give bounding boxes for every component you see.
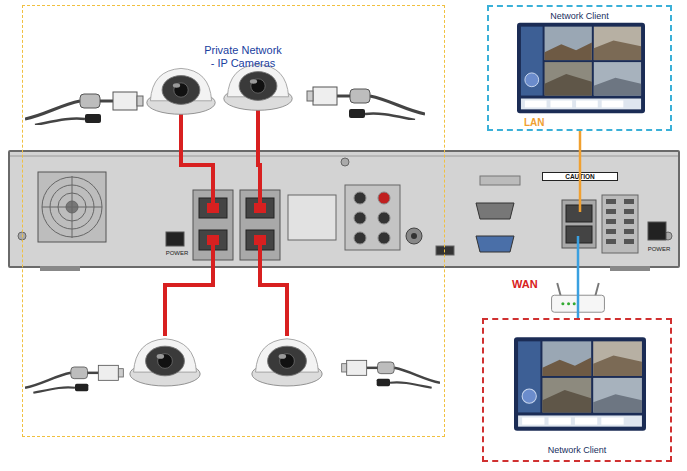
node-label: CAUTION xyxy=(542,172,618,181)
camera-cable xyxy=(25,92,143,125)
dome-camera xyxy=(252,339,322,386)
client-monitor xyxy=(514,337,646,430)
client-monitor xyxy=(517,23,645,114)
dome-camera xyxy=(147,68,215,114)
network-group-box: CAUTION POWER POWER xyxy=(8,150,680,268)
camera-cable xyxy=(25,365,123,393)
dome-camera xyxy=(130,339,200,386)
link-label: LAN xyxy=(524,117,545,128)
node-label: POWER xyxy=(644,246,674,253)
link-label: WAN xyxy=(512,278,538,290)
network-cable xyxy=(579,131,582,150)
camera-cable xyxy=(342,360,440,388)
network-cable xyxy=(577,268,580,318)
node-label: Network Client xyxy=(526,445,628,455)
camera-cable xyxy=(307,87,425,120)
node-label: POWER xyxy=(162,250,192,257)
network-group-box: Network Client xyxy=(482,318,672,462)
network-group-box: Network Client xyxy=(487,5,672,131)
network-group-box: Private Network - IP Cameras xyxy=(22,5,445,437)
router xyxy=(552,283,605,312)
node-label: Private Network - IP Cameras xyxy=(203,44,283,69)
node-label: Network Client xyxy=(529,11,630,21)
dome-camera xyxy=(224,64,292,110)
